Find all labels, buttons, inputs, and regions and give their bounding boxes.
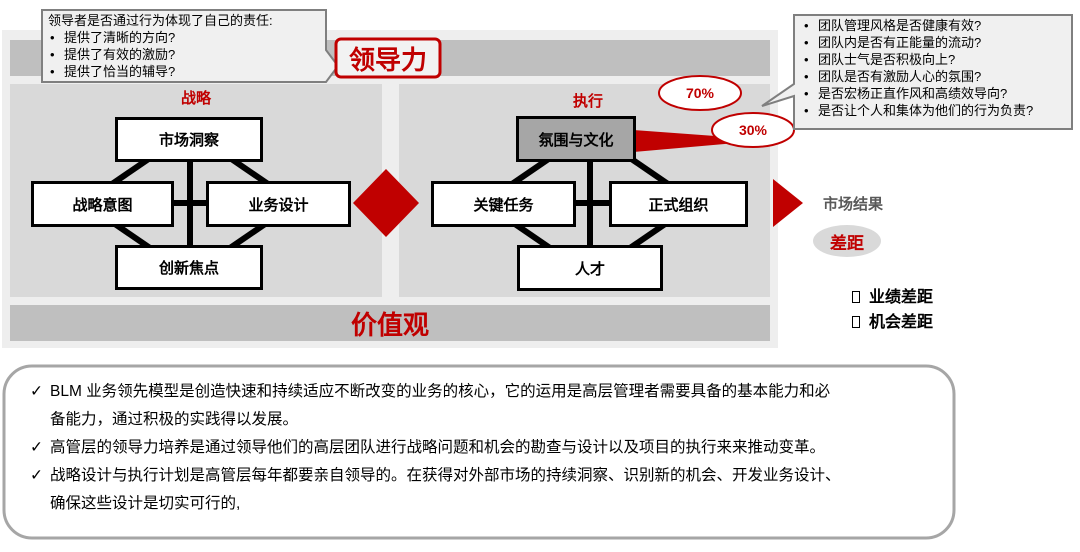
gap-item-opportunity: 机会差距 <box>852 308 933 332</box>
culture-callout-item: 团队管理风格是否健康有效? <box>802 17 1070 34</box>
values-band <box>10 305 770 341</box>
summary-line: 确保这些设计是切实可行的, <box>50 495 241 512</box>
culture-callout-item: 是否让个人和集体为他们的行为负责? <box>802 102 1070 119</box>
market-results-label: 市场结果 <box>822 196 883 213</box>
summary-item: ✓ 高管层的领导力培养是通过领导他们的高层团队进行战略问题和机会的勘查与设计以及… <box>10 434 945 462</box>
summary-frame <box>2 364 956 540</box>
strategy-box-innovation-focus: 创新焦点 <box>115 245 263 290</box>
check-icon: ✓ <box>30 439 43 456</box>
leadership-callout-item: 提供了清晰的方向? <box>48 29 324 46</box>
leadership-callout: 领导者是否通过行为体现了自己的责任: 提供了清晰的方向? 提供了有效的激励? 提… <box>48 12 324 80</box>
strategy-box-business-design: 业务设计 <box>206 181 351 227</box>
culture-callout: 团队管理风格是否健康有效? 团队内是否有正能量的流动? 团队士气是否积极向上? … <box>802 17 1070 119</box>
leadership-label: 领导力 <box>348 44 427 75</box>
check-icon: ✓ <box>30 467 43 484</box>
summary-item: ✓ 战略设计与执行计划是高管层每年都要亲自领导的。在获得对外部市场的持续洞察、识… <box>10 462 945 518</box>
leadership-callout-title: 领导者是否通过行为体现了自己的责任: <box>48 13 273 28</box>
leadership-label-box <box>334 37 442 79</box>
culture-callout-item: 团队士气是否积极向上? <box>802 51 1070 68</box>
strategy-title: 战略 <box>180 90 211 107</box>
summary-line: 高管层的领导力培养是通过领导他们的高层团队进行战略问题和机会的勘查与设计以及项目… <box>50 439 826 456</box>
culture-wedge <box>634 130 770 152</box>
culture-callout-item: 是否宏杨正直作风和高绩效导向? <box>802 85 1070 102</box>
summary-line: 备能力，通过积极的实践得以发展。 <box>50 411 299 428</box>
culture-callout-item: 团队是否有激励人心的氛围? <box>802 68 1070 85</box>
gap-label: 差距 <box>830 234 864 253</box>
culture-callout-list: 团队管理风格是否健康有效? 团队内是否有正能量的流动? 团队士气是否积极向上? … <box>802 17 1070 119</box>
execution-box-talent: 人才 <box>517 245 663 291</box>
leadership-callout-item: 提供了恰当的辅导? <box>48 63 324 80</box>
check-icon: ✓ <box>30 383 43 400</box>
execution-box-climate-culture: 氛围与文化 <box>516 116 636 162</box>
execution-title: 执行 <box>572 93 603 110</box>
gap-item-label: 机会差距 <box>869 314 934 331</box>
pct-high-label: 70% <box>685 85 715 101</box>
gap-item-performance: 业绩差距 <box>852 283 933 307</box>
leadership-callout-item: 提供了有效的激励? <box>48 46 324 63</box>
gap-item-label: 业绩差距 <box>869 289 934 306</box>
summary-list: ✓ BLM 业务领先模型是创造快速和持续适应不断改变的业务的核心，它的运用是高层… <box>10 378 945 518</box>
execution-box-critical-tasks: 关键任务 <box>431 181 576 227</box>
culture-callout-item: 团队内是否有正能量的流动? <box>802 34 1070 51</box>
summary-line: 战略设计与执行计划是高管层每年都要亲自领导的。在获得对外部市场的持续洞察、识别新… <box>50 467 841 484</box>
square-bullet-icon <box>852 315 860 328</box>
leadership-callout-list: 提供了清晰的方向? 提供了有效的激励? 提供了恰当的辅导? <box>48 29 324 80</box>
values-label: 价值观 <box>350 309 429 340</box>
pct-low-label: 30% <box>738 122 768 138</box>
summary-item: ✓ BLM 业务领先模型是创造快速和持续适应不断改变的业务的核心，它的运用是高层… <box>10 378 945 434</box>
execution-box-formal-organization: 正式组织 <box>609 181 748 227</box>
square-bullet-icon <box>852 290 860 303</box>
center-diamond <box>353 169 419 237</box>
result-arrow <box>773 179 803 227</box>
pct-high-ellipse <box>658 75 742 111</box>
gap-ellipse <box>813 225 881 257</box>
strategy-box-market-insight: 市场洞察 <box>115 117 263 162</box>
summary-line: BLM 业务领先模型是创造快速和持续适应不断改变的业务的核心，它的运用是高层管理… <box>50 383 831 400</box>
strategy-box-strategic-intent: 战略意图 <box>31 181 174 227</box>
